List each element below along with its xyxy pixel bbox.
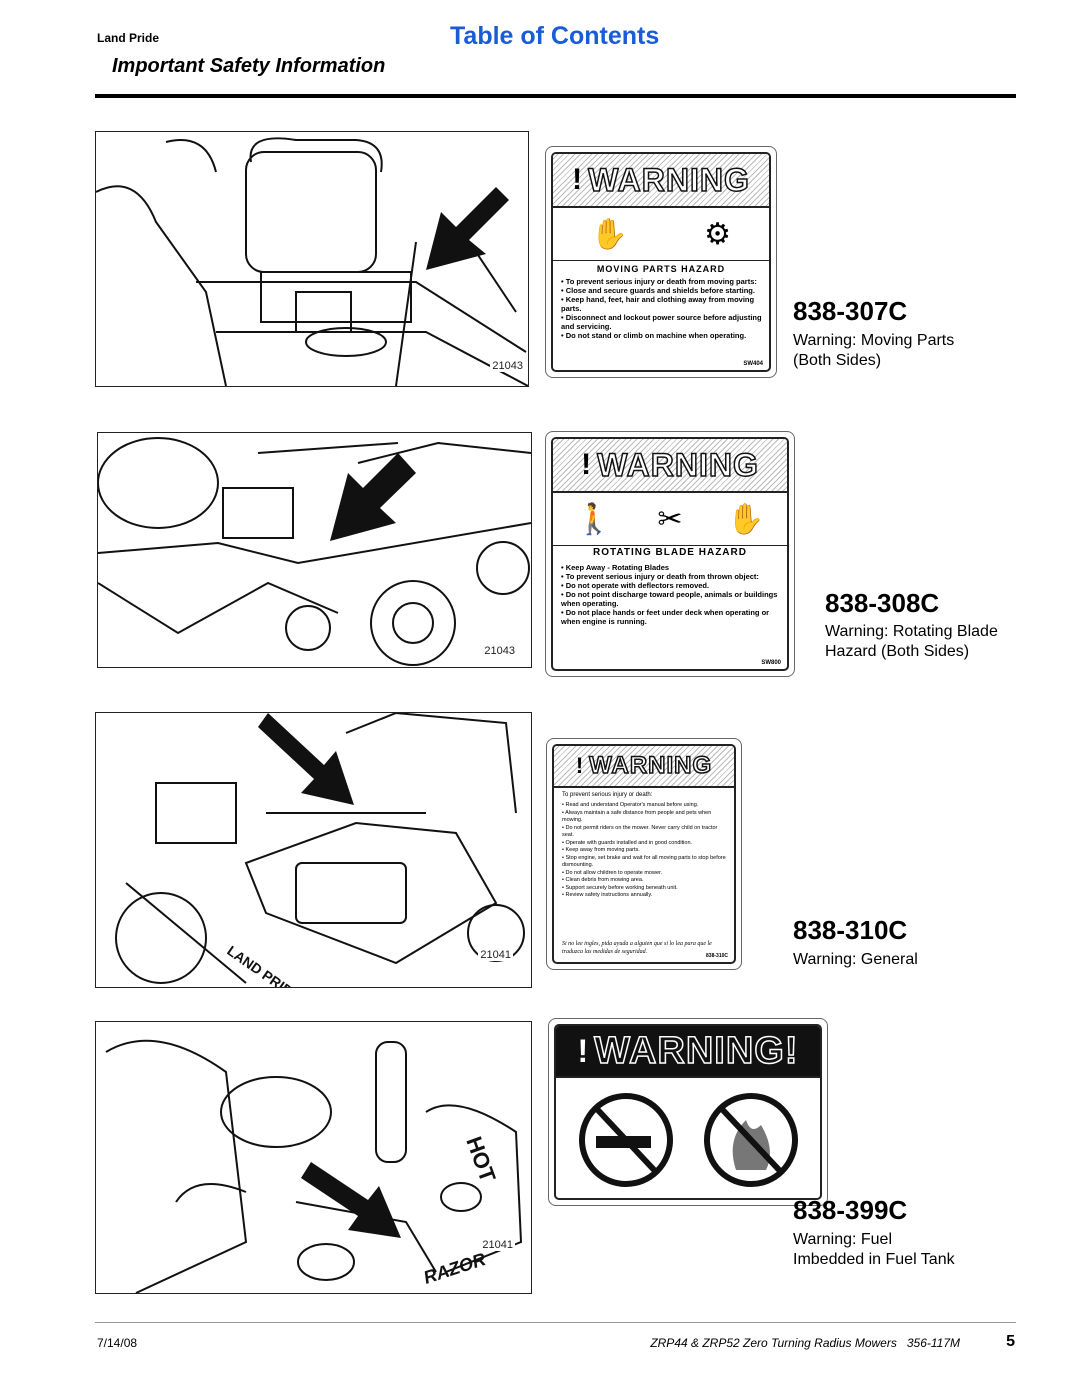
decal-heading: WARNING [596,446,759,484]
decal-moving-parts: ! WARNING ✋ ⚙ MOVING PARTS HAZARD To pre… [545,146,777,378]
figure-number: 21041 [480,1239,515,1251]
warning-triangle-icon: ! [575,753,584,778]
figure-number: 21043 [490,360,525,372]
footer-manual-title: ZRP44 & ZRP52 Zero Turning Radius Mowers… [650,1336,960,1350]
decal-line: Stop engine, set brake and wait for all … [562,855,728,870]
decal-line: Support securely before working beneath … [562,885,728,893]
decal-line: Do not place hands or feet under deck wh… [561,608,781,626]
hand-blade-icon: ✋ [727,502,765,536]
pointer-arrow [301,1162,401,1238]
no-open-flame-icon [704,1093,798,1187]
decal-line: Always maintain a safe distance from peo… [562,810,728,825]
decal-line: Clean debris from mowing area. [562,877,728,885]
warning-triangle-icon: ! [572,163,583,196]
footer-date: 7/14/08 [97,1336,138,1350]
decal-line: To prevent serious injury or death from … [561,572,781,581]
brand-name: Land Pride [97,31,160,45]
decal-line: Read and understand Operator's manual be… [562,802,728,810]
illustration-platform: LAND PRIDE 21041 [95,712,532,988]
spanish-notice: Si no lee ingles, pida ayuda a alguien q… [562,941,712,955]
illustration-fuel-tank: HOT RAZOR 21041 [95,1021,532,1294]
foot-blade-icon: ✂ [657,502,683,536]
hand-in-chain-icon: ⚙ [704,217,732,251]
warning-triangle-icon: ! [581,448,592,481]
illustration-drawing: LAND PRIDE [115,713,525,987]
part-description: Warning: Rotating Blade Hazard (Both Sid… [825,623,998,660]
part-description: Warning: Moving Parts (Both Sides) [793,332,955,369]
pointer-arrow [426,187,509,270]
no-smoking-icon [579,1093,673,1187]
decal-line: Keep away from moving parts. [562,847,728,855]
part-number: 838-399C [793,1195,908,1225]
decal-code: SW800 [761,660,781,666]
decal-line: Close and secure guards and shields befo… [561,286,763,295]
decal-line: Disconnect and lockout power source befo… [561,313,763,331]
decal-line: Do not stand or climb on machine when op… [561,331,763,340]
decal-general: ! WARNING To prevent serious injury or d… [546,738,742,970]
illustration-drawing: HOT RAZOR [105,1039,523,1293]
person-away-icon: 🚶 [575,502,613,536]
page-number: 5 [1006,1333,1015,1350]
pointer-arrow [330,453,416,541]
figure-number: 21041 [478,949,513,961]
decal-line: Review safety instructions annually. [562,892,728,900]
illustration-deck: 21043 [97,432,532,668]
hazard-title: ROTATING BLADE HAZARD [593,547,747,558]
section-title: Important Safety Information [112,55,386,77]
decal-line: Operate with guards installed and in goo… [562,840,728,848]
part-number: 838-308C [825,588,940,618]
header-rule [95,94,1016,98]
illustration-drawing [96,137,528,386]
hazard-title: MOVING PARTS HAZARD [596,264,726,274]
decal-code: 838-310C [706,953,728,959]
decal-pictograms [579,1093,798,1187]
decal-line: Do not allow children to operate mower. [562,870,728,878]
decal-intro: To prevent serious injury or death: [562,792,653,798]
footer-rule [95,1322,1016,1323]
razor-label: RAZOR [421,1249,488,1288]
decal-heading: WARNING [588,751,713,780]
decal-line: Do not permit riders on the mower. Never… [562,825,728,840]
table-of-contents-link[interactable]: Table of Contents [450,22,660,50]
decal-rotating-blade: ! WARNING 🚶 ✂ ✋ ROTATING BLADE HAZARD Ke… [545,431,795,677]
decal-heading: WARNING [587,161,750,199]
decal-line: Do not operate with deflectors removed. [561,581,781,590]
part-number: 838-307C [793,296,908,326]
part-description: Warning: Fuel Imbedded in Fuel Tank [793,1231,955,1268]
part-description: Warning: General [793,951,918,968]
hand-in-belt-icon: ✋ [590,217,629,251]
decal-fuel: ! WARNING! [548,1018,828,1206]
pointer-arrow [258,713,354,805]
figure-number: 21043 [482,645,517,657]
decal-heading: WARNING! [593,1029,799,1073]
brand-stamp-text: LAND PRIDE [224,942,303,987]
illustration-drawing [98,437,531,666]
illustration-seat-area: 21043 [95,131,529,387]
decal-line: Keep Away - Rotating Blades [561,563,781,572]
warning-triangle-icon: ! [577,1032,589,1069]
decal-line: Do not point discharge toward people, an… [561,590,781,608]
decal-line: To prevent serious injury or death from … [561,277,763,286]
decal-line: Keep hand, feet, hair and clothing away … [561,295,763,313]
part-number: 838-310C [793,915,908,945]
decal-code: SW404 [743,361,763,367]
hot-label: HOT [461,1133,501,1186]
